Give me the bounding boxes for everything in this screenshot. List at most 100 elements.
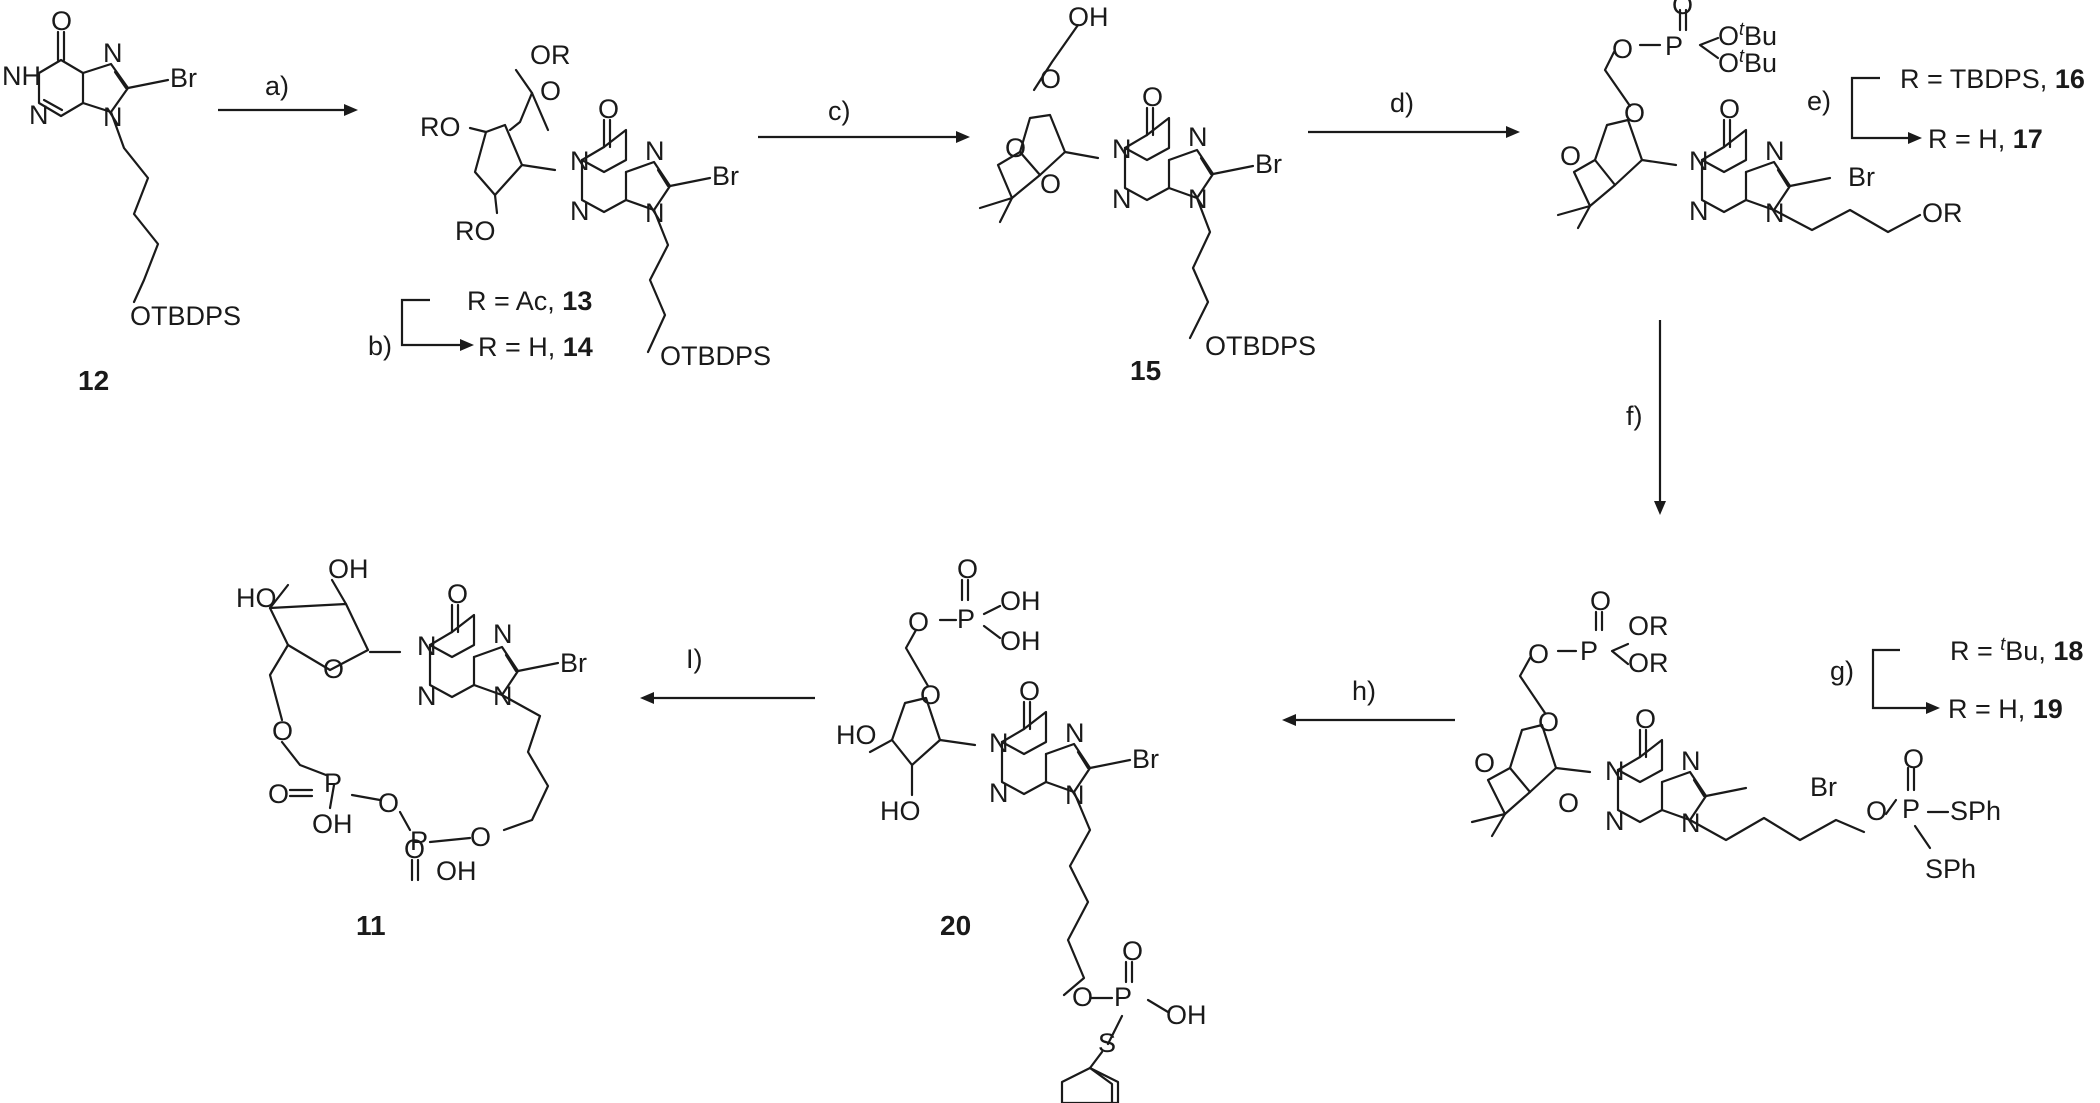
oxygen-label: O [1474, 748, 1495, 778]
compound-number: 18 [2053, 636, 2083, 666]
oxygen-label: O [1560, 141, 1581, 171]
oxygen-label: O [957, 554, 978, 584]
compound-number: 12 [78, 365, 109, 396]
oxygen-label: O [447, 579, 468, 609]
step-label: I) [686, 644, 703, 674]
nitrogen-label: N [1681, 808, 1701, 838]
oxygen-label: O [1866, 796, 1887, 826]
phenyl-ring [1060, 1066, 1120, 1103]
or-label: OR [1628, 648, 1669, 678]
phosphorus-label: P [410, 826, 428, 856]
hydroxyl-label: OH [312, 809, 353, 839]
otbdps-label: OTBDPS [130, 301, 241, 331]
step-label: h) [1352, 676, 1376, 706]
tbu-group: OtBu [1718, 19, 1777, 51]
oxygen-label: O [1635, 704, 1656, 734]
ro-label: RO [455, 216, 496, 246]
oxygen-label: O [1719, 94, 1740, 124]
nitrogen-label: N [570, 146, 590, 176]
oxygen-label: O [540, 76, 561, 106]
step-label: d) [1390, 88, 1414, 118]
nitrogen-label: N [1765, 198, 1785, 228]
oxygen-label: O [1142, 82, 1163, 112]
hydroxyl-label: OH [1000, 586, 1041, 616]
nitrogen-label: N [1188, 122, 1208, 152]
otbdps-label: OTBDPS [660, 341, 771, 371]
phosphorus-label: P [1580, 636, 1598, 666]
hydroxyl-label: OH [1166, 1000, 1207, 1030]
compound-18-19: O P OR OR O O O O N N N N O Br O P O SPh… [1470, 586, 2083, 884]
phosphorus-label: P [1114, 982, 1132, 1012]
step-label: c) [828, 96, 851, 126]
compound-12: O NH N N N Br OTBDPS 12 [2, 6, 241, 396]
nitrogen-label: N [1681, 746, 1701, 776]
phosphorus-label: P [1665, 31, 1683, 61]
nitrogen-label: N [645, 198, 665, 228]
hydroxyl-label: OH [1000, 626, 1041, 656]
nh-label: NH [2, 61, 41, 91]
nitrogen-label: N [570, 196, 590, 226]
oxygen-label: O [272, 716, 293, 746]
compound-number: 13 [562, 286, 592, 316]
compound-number: 20 [940, 910, 971, 941]
phosphorus-label: P [324, 768, 342, 798]
oxygen-label: O [598, 94, 619, 124]
step-arrow-c: c) [758, 96, 970, 143]
nitrogen-label: N [417, 681, 437, 711]
step-label: a) [265, 71, 289, 101]
oxygen-label: O [920, 680, 941, 710]
oxygen-label: O [1612, 34, 1633, 64]
compound-15: OH O O O N N N N O Br OTBDPS 15 [978, 2, 1316, 386]
nitrogen-label: N [1765, 136, 1785, 166]
hydroxyl-label: HO [836, 720, 877, 750]
nitrogen-label: N [1112, 184, 1132, 214]
compound-number: 17 [2013, 124, 2043, 154]
oxygen-label: O [470, 822, 491, 852]
oxygen-label: O [1590, 586, 1611, 616]
step-label: e) [1807, 86, 1831, 116]
step-label: b) [368, 331, 392, 361]
nitrogen-label: N [103, 102, 123, 132]
svg-text:R = H, 19: R = H, 19 [1948, 694, 2063, 724]
nitrogen-label: N [1188, 184, 1208, 214]
nitrogen-label: N [1689, 196, 1709, 226]
hydroxyl-label: OH [328, 554, 369, 584]
phosphorus-label: P [1902, 794, 1920, 824]
ro-label: RO [420, 112, 461, 142]
step-bracket-b: b) R = Ac, 13 R = H, 14 [368, 286, 593, 362]
oxygen-label: O [51, 6, 72, 36]
nitrogen-label: N [493, 619, 513, 649]
r-definition: R = [1950, 636, 2000, 666]
compound-20: O P O OH OH O HO HO N N N N O Br O P O O… [836, 554, 1207, 1103]
tbu-group: OtBu [1718, 46, 1777, 78]
r-definition: R = H, [1948, 694, 2033, 724]
oxygen-label: O [378, 788, 399, 818]
bromine-label: Br [1848, 162, 1875, 192]
step-arrow-h: h) [1282, 676, 1455, 726]
bromine-label: Br [170, 63, 197, 93]
bromine-label: Br [1255, 149, 1282, 179]
oxygen-label: O [1072, 982, 1093, 1012]
nitrogen-label: N [417, 631, 437, 661]
or-label: OR [530, 40, 571, 70]
step-label: g) [1830, 656, 1854, 686]
svg-text:R = H, 17: R = H, 17 [1928, 124, 2043, 154]
nitrogen-label: N [989, 728, 1009, 758]
nitrogen-label: N [1065, 780, 1085, 810]
r-definition: R = Ac, [467, 286, 562, 316]
oxygen-label: O [1122, 936, 1143, 966]
r-definition: R = H, [1928, 124, 2013, 154]
phosphorus-label: P [957, 604, 975, 634]
oxygen-label: O [1040, 169, 1061, 199]
nitrogen-label: N [645, 136, 665, 166]
nitrogen-label: N [1605, 756, 1625, 786]
step-label: f) [1626, 401, 1643, 431]
oxygen-label: O [1019, 676, 1040, 706]
or-label: OR [1628, 611, 1669, 641]
svg-text:R = H, 14: R = H, 14 [478, 332, 593, 362]
oxygen-label: O [1558, 788, 1579, 818]
nitrogen-label: N [103, 38, 123, 68]
compound-number: 15 [1130, 355, 1161, 386]
oxygen-label: O [1040, 64, 1061, 94]
